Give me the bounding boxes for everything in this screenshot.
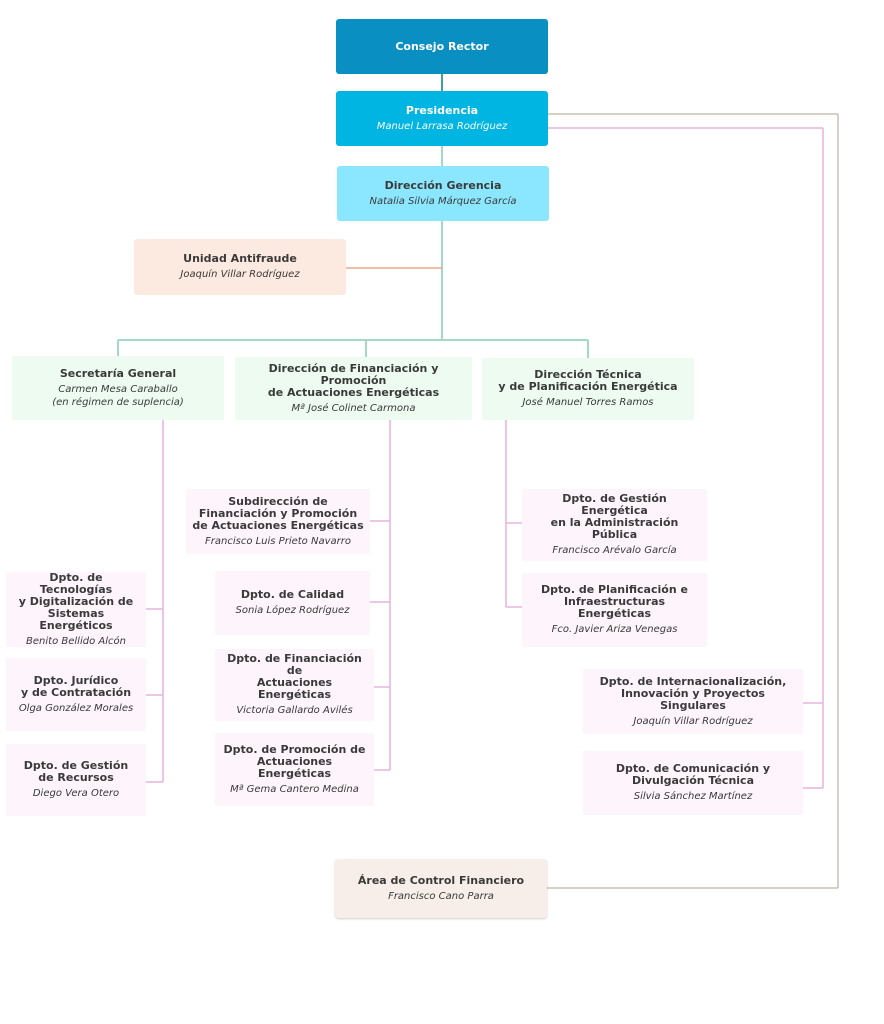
area-control-box: Área de Control Financiero Francisco Can… bbox=[335, 859, 547, 918]
presidencia-box: Presidencia Manuel Larrasa Rodríguez bbox=[336, 91, 548, 146]
subdireccion-financiacion-person: Francisco Luis Prieto Navarro bbox=[205, 535, 351, 547]
dpto-gestion-energetica-box: Dpto. de Gestión Energética en la Admini… bbox=[522, 489, 707, 561]
dpto-calidad-box: Dpto. de Calidad Sonia López Rodríguez bbox=[215, 571, 370, 635]
dpto-internacionalizacion-person: Joaquín Villar Rodríguez bbox=[633, 715, 753, 727]
dpto-tecnologias-box: Dpto. de Tecnologías y Digitalización de… bbox=[6, 570, 146, 647]
dpto-internacionalizacion-title: Dpto. de Internacionalización, Innovació… bbox=[599, 674, 787, 712]
area-control-person: Francisco Cano Parra bbox=[388, 890, 494, 902]
dpto-comunicacion-person: Silvia Sánchez Martínez bbox=[633, 791, 753, 802]
secretaria-general-box: Secretaría General Carmen Mesa Caraballo… bbox=[12, 356, 224, 420]
secretaria-general-title: Secretaría General bbox=[59, 366, 177, 380]
subdireccion-financiacion-title: Subdirección de Financiación y Promoción… bbox=[192, 494, 364, 532]
dpto-calidad-person: Sonia López Rodríguez bbox=[235, 605, 350, 616]
dpto-recursos-person: Diego Vera Otero bbox=[32, 788, 120, 799]
dpto-recursos-title: Dpto. de Gestión de Recursos bbox=[23, 759, 129, 784]
dpto-juridico-person: Olga González Morales bbox=[18, 702, 134, 714]
dpto-gestion-energetica-person: Francisco Arévalo García bbox=[552, 545, 677, 556]
unidad-antifraude-box: Unidad Antifraude Joaquín Villar Rodrígu… bbox=[134, 239, 346, 295]
secretaria-general-person: Carmen Mesa Caraballo (en régimen de sup… bbox=[52, 383, 184, 408]
area-control-title: Área de Control Financiero bbox=[357, 873, 525, 887]
direccion-gerencia-box: Dirección Gerencia Natalia Silvia Márque… bbox=[337, 166, 549, 221]
dpto-financiacion-title: Dpto. de Financiación de Actuaciones Ene… bbox=[227, 652, 362, 701]
dpto-comunicacion-box: Dpto. de Comunicación y Divulgación Técn… bbox=[583, 751, 803, 815]
unidad-antifraude-person: Joaquín Villar Rodríguez bbox=[180, 269, 300, 280]
dpto-promocion-box: Dpto. de Promoción de Actuaciones Energé… bbox=[215, 733, 374, 806]
dpto-planificacion-box: Dpto. de Planificación e Infraestructura… bbox=[522, 573, 707, 647]
dpto-juridico-title: Dpto. Jurídico y de Contratación bbox=[20, 673, 132, 699]
presidencia-person: Manuel Larrasa Rodríguez bbox=[376, 120, 508, 132]
dpto-promocion-title: Dpto. de Promoción de Actuaciones Energé… bbox=[223, 742, 366, 780]
dpto-promocion-person: Mª Gema Cantero Medina bbox=[230, 783, 359, 795]
dpto-recursos-box: Dpto. de Gestión de Recursos Diego Vera … bbox=[6, 744, 146, 816]
direccion-financiacion-person: Mª José Colinet Carmona bbox=[291, 402, 416, 414]
direccion-tecnica-person: José Manuel Torres Ramos bbox=[522, 397, 654, 408]
direccion-financiacion-title: Dirección de Financiación y Promoción de… bbox=[267, 361, 440, 399]
subdireccion-financiacion-box: Subdirección de Financiación y Promoción… bbox=[186, 489, 370, 554]
direccion-tecnica-title: Dirección Técnica y de Planificación Ene… bbox=[498, 368, 678, 393]
dpto-juridico-box: Dpto. Jurídico y de Contratación Olga Go… bbox=[6, 658, 146, 731]
dpto-tecnologias-person: Benito Bellido Alcón bbox=[26, 635, 126, 647]
dpto-planificacion-person: Fco. Javier Ariza Venegas bbox=[551, 624, 678, 635]
dpto-planificacion-title: Dpto. de Planificación e Infraestructura… bbox=[541, 583, 688, 620]
direccion-gerencia-person: Natalia Silvia Márquez García bbox=[369, 195, 517, 207]
dpto-tecnologias-title: Dpto. de Tecnologías y Digitalización de… bbox=[18, 570, 134, 632]
direccion-tecnica-box: Dirección Técnica y de Planificación Ene… bbox=[482, 358, 694, 420]
dpto-financiacion-box: Dpto. de Financiación de Actuaciones Ene… bbox=[215, 649, 374, 721]
dpto-internacionalizacion-box: Dpto. de Internacionalización, Innovació… bbox=[583, 669, 803, 734]
presidencia-title: Presidencia bbox=[405, 103, 479, 117]
dpto-comunicacion-title: Dpto. de Comunicación y Divulgación Técn… bbox=[615, 762, 771, 787]
direccion-gerencia-title: Dirección Gerencia bbox=[384, 178, 502, 192]
direccion-financiacion-box: Dirección de Financiación y Promoción de… bbox=[235, 357, 472, 420]
dpto-calidad-title: Dpto. de Calidad bbox=[240, 588, 345, 601]
unidad-antifraude-title: Unidad Antifraude bbox=[183, 252, 297, 265]
dpto-gestion-energetica-title: Dpto. de Gestión Energética en la Admini… bbox=[550, 492, 679, 541]
consejo-rector-box: Consejo Rector bbox=[336, 19, 548, 74]
dpto-financiacion-person: Victoria Gallardo Avilés bbox=[236, 705, 353, 716]
consejo-rector-title: Consejo Rector bbox=[395, 39, 489, 53]
